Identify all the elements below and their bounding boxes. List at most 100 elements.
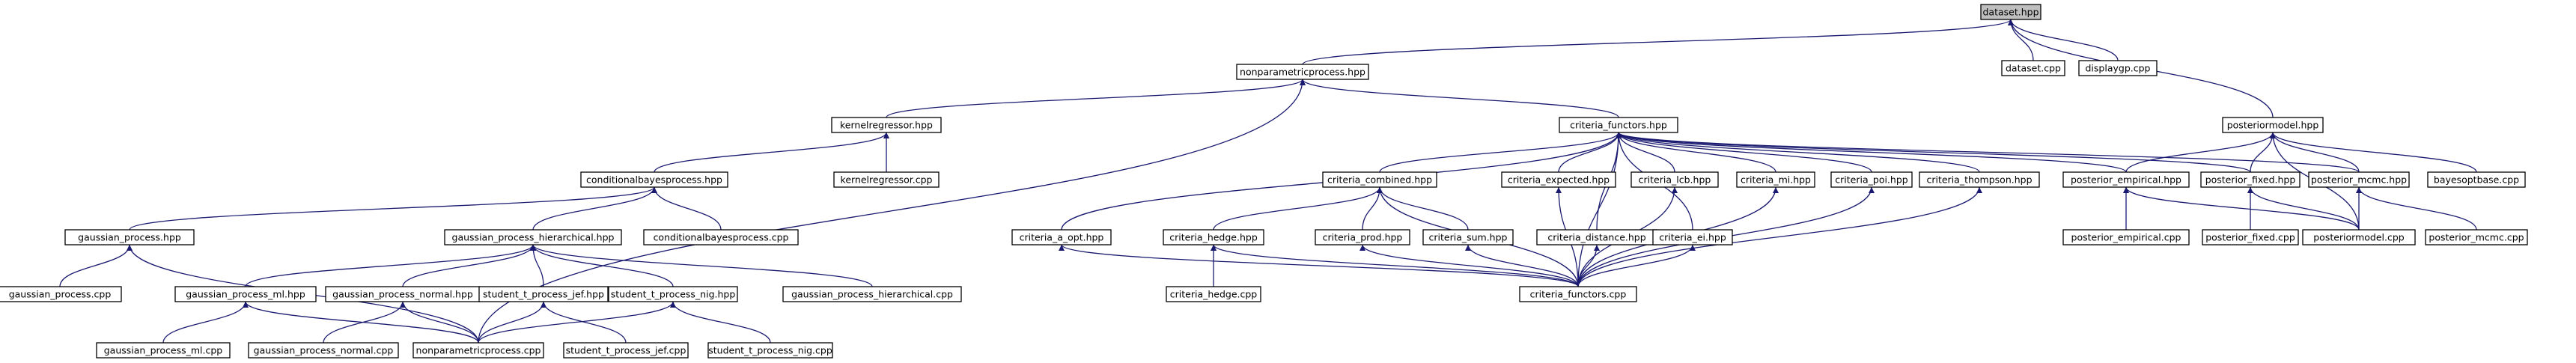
node-label: displaygp.cpp — [2086, 63, 2151, 74]
edge-criteria_functors_cpp-to-criteria_ei_hpp — [1577, 244, 1696, 287]
edge-nonparametricprocess_cpp-to-student_t_process_jef_hpp — [478, 301, 546, 344]
node-label: posterior_mcmc.cpp — [2429, 232, 2524, 243]
node-kernelregressor-hpp[interactable]: kernelregressor.hpp — [831, 117, 942, 133]
node-gaussian-process-hierarchical-cpp[interactable]: gaussian_process_hierarchical.cpp — [782, 286, 962, 302]
node-posteriormodel-hpp[interactable]: posteriormodel.hpp — [2222, 117, 2324, 133]
node-posterior-mcmc-cpp[interactable]: posterior_mcmc.cpp — [2425, 229, 2528, 245]
node-label: conditionalbayesprocess.hpp — [586, 174, 722, 186]
node-box — [782, 286, 962, 302]
node-box — [2302, 229, 2416, 245]
node-gaussian-process-normal-hpp[interactable]: gaussian_process_normal.hpp — [325, 286, 481, 302]
node-criteria-lcb-hpp[interactable]: criteria_lcb.hpp — [1630, 171, 1719, 188]
edge-criteria_prod_hpp-to-criteria_combined_hpp — [1362, 186, 1383, 231]
edge-criteria_combined_hpp-to-criteria_functors_hpp — [1379, 132, 1622, 173]
node-criteria-hedge-hpp[interactable]: criteria_hedge.hpp — [1163, 229, 1264, 245]
node-criteria-combined-hpp[interactable]: criteria_combined.hpp — [1322, 171, 1437, 188]
node-box — [1422, 229, 1514, 245]
node-box — [412, 342, 544, 359]
node-student-t-process-jef-hpp[interactable]: student_t_process_jef.hpp — [478, 286, 609, 302]
node-criteria-sum-hpp[interactable]: criteria_sum.hpp — [1422, 229, 1514, 245]
node-label: criteria_functors.cpp — [1530, 289, 1627, 300]
edge-posteriormodel_cpp-to-posterior_fixed_hpp — [2247, 186, 2360, 231]
node-box — [1559, 117, 1678, 133]
node-criteria-mi-hpp[interactable]: criteria_mi.hpp — [1736, 171, 1815, 188]
node-box — [1919, 171, 2040, 188]
edge-posterior_empirical_hpp-to-posteriormodel_hpp — [2125, 132, 2276, 173]
node-label: student_t_process_jef.hpp — [483, 289, 604, 300]
node-student-t-process-nig-hpp[interactable]: student_t_process_nig.hpp — [608, 286, 738, 302]
node-posterior-fixed-cpp[interactable]: posterior_fixed.cpp — [2202, 229, 2299, 245]
node-box — [2308, 171, 2410, 188]
node-label: gaussian_process.hpp — [78, 232, 181, 243]
node-label: kernelregressor.cpp — [841, 174, 933, 186]
edge-posterior_mcmc_hpp-to-criteria_functors_hpp — [1616, 132, 2360, 173]
node-nonparametricprocess-cpp[interactable]: nonparametricprocess.cpp — [412, 342, 544, 359]
node-criteria-prod-hpp[interactable]: criteria_prod.hpp — [1315, 229, 1410, 245]
edge-criteria_functors_cpp-to-criteria_sum_hpp — [1465, 244, 1579, 287]
node-label: posterior_empirical.hpp — [2071, 174, 2181, 186]
node-conditionalbayesprocess-cpp[interactable]: conditionalbayesprocess.cpp — [643, 229, 799, 245]
node-posterior-empirical-hpp[interactable]: posterior_empirical.hpp — [2062, 171, 2190, 188]
node-label: gaussian_process_hierarchical.cpp — [791, 289, 953, 300]
node-box — [1980, 4, 2041, 20]
node-label: criteria_combined.hpp — [1327, 174, 1432, 186]
node-gaussian-process-hierarchical-hpp[interactable]: gaussian_process_hierarchical.hpp — [444, 229, 622, 245]
node-criteria-expected-hpp[interactable]: criteria_expected.hpp — [1501, 171, 1616, 188]
node-label: posteriormodel.hpp — [2227, 120, 2319, 131]
node-label: posterior_fixed.cpp — [2205, 232, 2295, 243]
edge-student_t_process_nig_cpp-to-student_t_process_nig_hpp — [670, 301, 771, 344]
node-posterior-mcmc-hpp[interactable]: posterior_mcmc.hpp — [2308, 171, 2410, 188]
node-box — [2425, 229, 2528, 245]
node-box — [248, 342, 399, 359]
node-label: posterior_fixed.hpp — [2205, 174, 2296, 186]
node-label: bayesoptbase.cpp — [2434, 174, 2519, 186]
edge-student_t_process_jef_cpp-to-student_t_process_jef_hpp — [541, 301, 627, 344]
node-bayesoptbase-cpp[interactable]: bayesoptbase.cpp — [2427, 171, 2526, 188]
node-criteria-functors-hpp[interactable]: criteria_functors.hpp — [1559, 117, 1678, 133]
node-kernelregressor-cpp[interactable]: kernelregressor.cpp — [833, 171, 940, 188]
node-conditionalbayesprocess-hpp[interactable]: conditionalbayesprocess.hpp — [580, 171, 728, 188]
edge-posteriormodel_cpp-to-posterior_empirical_hpp — [2123, 186, 2360, 231]
node-gaussian-process-cpp[interactable]: gaussian_process.cpp — [0, 286, 122, 302]
node-posteriormodel-cpp[interactable]: posteriormodel.cpp — [2302, 229, 2416, 245]
node-label: gaussian_process_normal.cpp — [254, 345, 394, 356]
node-student-t-process-jef-cpp[interactable]: student_t_process_jef.cpp — [563, 342, 689, 359]
node-student-t-process-nig-cpp[interactable]: student_t_process_nig.cpp — [707, 342, 833, 359]
node-criteria-poi-hpp[interactable]: criteria_poi.hpp — [1830, 171, 1913, 188]
node-dataset-cpp[interactable]: dataset.cpp — [2001, 60, 2065, 76]
node-label: student_t_process_nig.cpp — [708, 345, 832, 356]
node-posterior-fixed-hpp[interactable]: posterior_fixed.hpp — [2200, 171, 2301, 188]
node-box — [0, 286, 122, 302]
edge-nonparametricprocess_cpp-to-student_t_process_nig_hpp — [478, 301, 676, 344]
node-posterior-empirical-cpp[interactable]: posterior_empirical.cpp — [2062, 229, 2190, 245]
node-criteria-functors-cpp[interactable]: criteria_functors.cpp — [1519, 286, 1637, 302]
node-criteria-distance-hpp[interactable]: criteria_distance.hpp — [1536, 229, 1657, 245]
node-criteria-a-opt-hpp[interactable]: criteria_a_opt.hpp — [1011, 229, 1112, 245]
node-gaussian-process-hpp[interactable]: gaussian_process.hpp — [64, 229, 195, 245]
node-criteria-thompson-hpp[interactable]: criteria_thompson.hpp — [1919, 171, 2040, 188]
edge-criteria_functors_cpp-to-criteria_hedge_hpp — [1211, 244, 1579, 287]
edge-conditionalbayesprocess_hpp-to-kernelregressor_hpp — [654, 132, 889, 173]
node-gaussian-process-normal-cpp[interactable]: gaussian_process_normal.cpp — [248, 342, 399, 359]
node-box — [1011, 229, 1112, 245]
node-label: criteria_thompson.hpp — [1926, 174, 2032, 186]
edge-posterior_mcmc_cpp-to-posterior_mcmc_hpp — [2356, 186, 2477, 231]
edge-gaussian_process_normal_hpp-to-gaussian_process_hierarchical_hpp — [402, 244, 536, 287]
node-dataset-hpp[interactable]: dataset.hpp — [1980, 4, 2041, 20]
node-criteria-ei-hpp[interactable]: criteria_ei.hpp — [1652, 229, 1733, 245]
node-nonparametricprocess-hpp[interactable]: nonparametricprocess.hpp — [1236, 64, 1369, 80]
edge-gaussian_process_hierarchical_hpp-to-conditionalbayesprocess_hpp — [532, 186, 657, 231]
node-gaussian-process-ml-hpp[interactable]: gaussian_process_ml.hpp — [174, 286, 317, 302]
node-label: gaussian_process_ml.hpp — [186, 289, 305, 300]
node-box — [1236, 64, 1369, 80]
edge-criteria_functors_hpp-to-nonparametricprocess_hpp — [1300, 79, 1619, 118]
node-box — [1322, 171, 1437, 188]
node-gaussian-process-ml-cpp[interactable]: gaussian_process_ml.cpp — [96, 342, 231, 359]
node-box — [96, 342, 231, 359]
node-label: posterior_empirical.cpp — [2071, 232, 2181, 243]
node-criteria-hedge-cpp[interactable]: criteria_hedge.cpp — [1166, 286, 1261, 302]
node-displaygp-cpp[interactable]: displaygp.cpp — [2078, 60, 2158, 76]
edge-student_t_process_nig_hpp-to-gaussian_process_hierarchical_hpp — [530, 244, 674, 287]
edge-posterior_empirical_hpp-to-criteria_functors_hpp — [1616, 132, 2127, 173]
edge-displaygp_cpp-to-dataset_hpp — [2008, 19, 2119, 61]
